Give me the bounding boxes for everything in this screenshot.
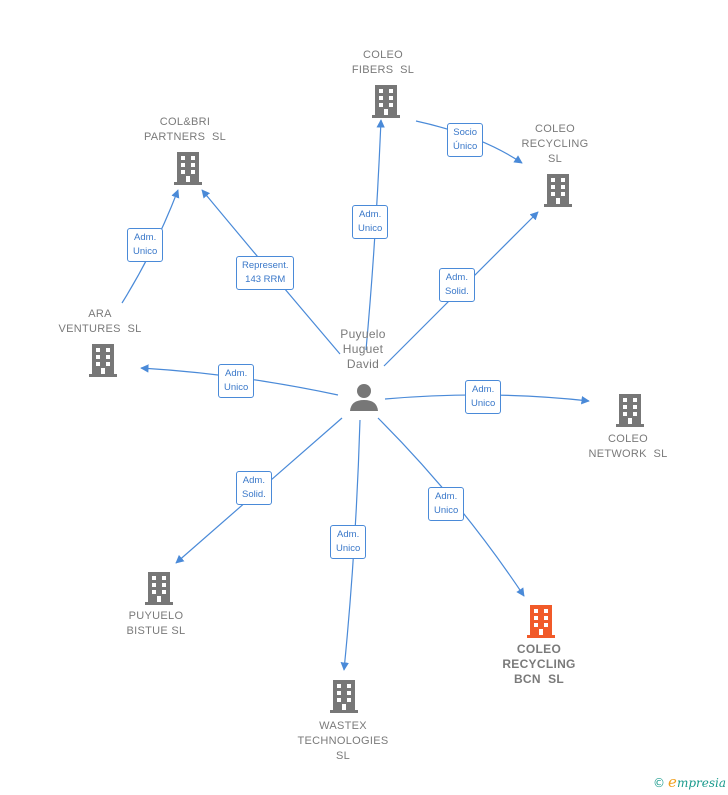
edge-label-coleo-fibers: Adm. Unico [352, 205, 389, 239]
edge-label-ara: Adm. Unico [218, 364, 255, 398]
colbri-building-icon[interactable] [171, 150, 205, 186]
footer-brand[interactable]: ©empresia [653, 773, 726, 791]
center-person-label[interactable]: Puyuelo Huguet David [340, 327, 386, 371]
coleo-network-building-icon[interactable] [613, 392, 647, 428]
coleo-network-label[interactable]: COLEO NETWORK SL [588, 433, 668, 460]
person-icon[interactable] [349, 382, 379, 412]
colbri-label[interactable]: COL&BRI PARTNERS SL [143, 116, 227, 143]
coleo-bcn-label[interactable]: COLEO RECYCLING BCN SL [502, 642, 576, 686]
coleo-recycling-building-icon[interactable] [541, 172, 575, 208]
edge-label-puyuelo-bistue: Adm. Solid. [236, 471, 272, 505]
edge-label-colbri: Represent. 143 RRM [236, 256, 295, 290]
edge-label-coleo-recycling: Adm. Solid. [439, 268, 475, 302]
coleo-bcn-building-icon[interactable] [524, 603, 558, 639]
copyright-icon: © [653, 776, 666, 790]
coleo-fibers-label[interactable]: COLEO FIBERS SL [351, 49, 415, 76]
coleo-fibers-building-icon[interactable] [369, 83, 403, 119]
brand-initial: e [668, 773, 677, 791]
edge-label-wastex: Adm. Unico [330, 525, 367, 559]
edge-label-fibers-recycling: Socio Único [447, 123, 484, 157]
brand-name: mpresia [676, 776, 726, 790]
edge-label-coleo-bcn: Adm. Unico [428, 487, 465, 521]
edge-label-coleo-network: Adm. Unico [465, 380, 502, 414]
wastex-label[interactable]: WASTEX TECHNOLOGIES SL [297, 720, 389, 762]
edge-label-ara-colbri: Adm. Unico [127, 228, 164, 262]
wastex-building-icon[interactable] [327, 678, 361, 714]
coleo-recycling-label[interactable]: COLEO RECYCLING SL [521, 123, 589, 165]
ara-label[interactable]: ARA VENTURES SL [58, 308, 142, 335]
puyuelo-bistue-building-icon[interactable] [142, 570, 176, 606]
puyuelo-bistue-label[interactable]: PUYUELO BISTUE SL [126, 610, 186, 637]
ara-building-icon[interactable] [86, 342, 120, 378]
